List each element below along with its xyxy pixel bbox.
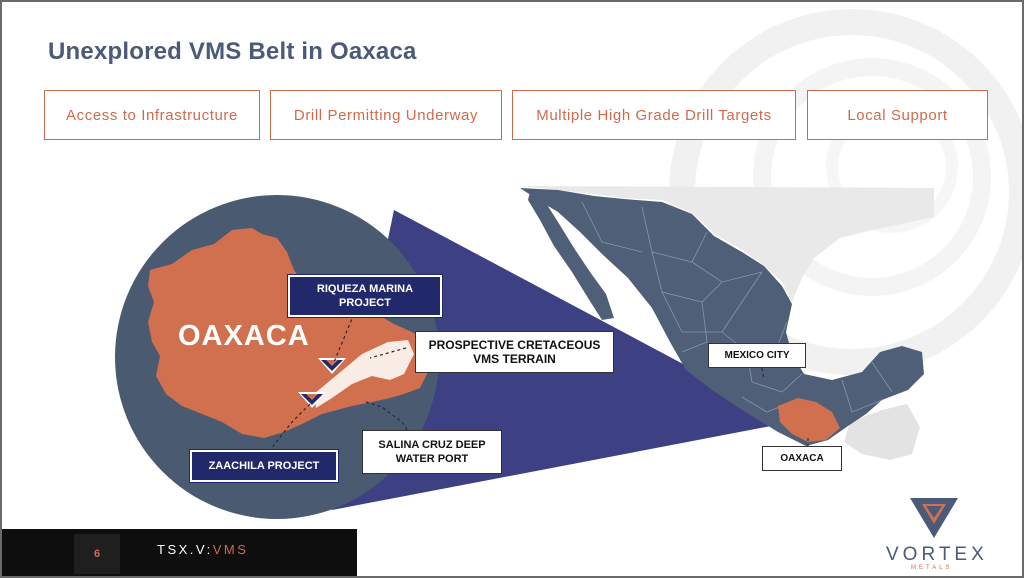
ticker-symbol: TSX.V:VMS bbox=[157, 542, 248, 557]
zaachila-label: ZAACHILA PROJECT bbox=[189, 449, 339, 483]
oaxaca-state-mini bbox=[778, 398, 840, 442]
central-america bbox=[844, 404, 920, 460]
usa-region bbox=[522, 186, 934, 302]
salina-cruz-label: SALINA CRUZ DEEP WATER PORT bbox=[362, 430, 502, 474]
oaxaca-state-label: OAXACA bbox=[178, 320, 310, 352]
feature-drill-targets: Multiple High Grade Drill Targets bbox=[512, 90, 796, 140]
brand-name: VORTEX bbox=[886, 544, 988, 565]
mexico-map bbox=[520, 188, 924, 446]
cretaceous-terrain-label: PROSPECTIVE CRETACEOUS VMS TERRAIN bbox=[415, 331, 614, 373]
footer-bar bbox=[2, 529, 357, 576]
project-markers bbox=[298, 358, 346, 408]
ticker-code: VMS bbox=[212, 542, 249, 557]
feature-local-support: Local Support bbox=[807, 90, 988, 140]
mexico-city-label: MEXICO CITY bbox=[708, 343, 806, 368]
feature-drill-permitting: Drill Permitting Underway bbox=[270, 90, 502, 140]
feature-access-infrastructure: Access to Infrastructure bbox=[44, 90, 260, 140]
page-number: 6 bbox=[74, 534, 120, 574]
vortex-logo-icon bbox=[910, 498, 958, 538]
leader-lines bbox=[269, 313, 809, 451]
riqueza-marina-label: RIQUEZA MARINA PROJECT bbox=[287, 274, 443, 318]
oaxaca-state-large bbox=[148, 228, 432, 438]
brand-sub: METALS bbox=[911, 565, 953, 571]
oaxaca-mini-label: OAXACA bbox=[762, 446, 842, 471]
baja-california bbox=[528, 192, 614, 320]
ticker-exchange: TSX.V: bbox=[157, 542, 213, 557]
vms-terrain bbox=[314, 340, 414, 408]
slide-title: Unexplored VMS Belt in Oaxaca bbox=[48, 38, 417, 65]
